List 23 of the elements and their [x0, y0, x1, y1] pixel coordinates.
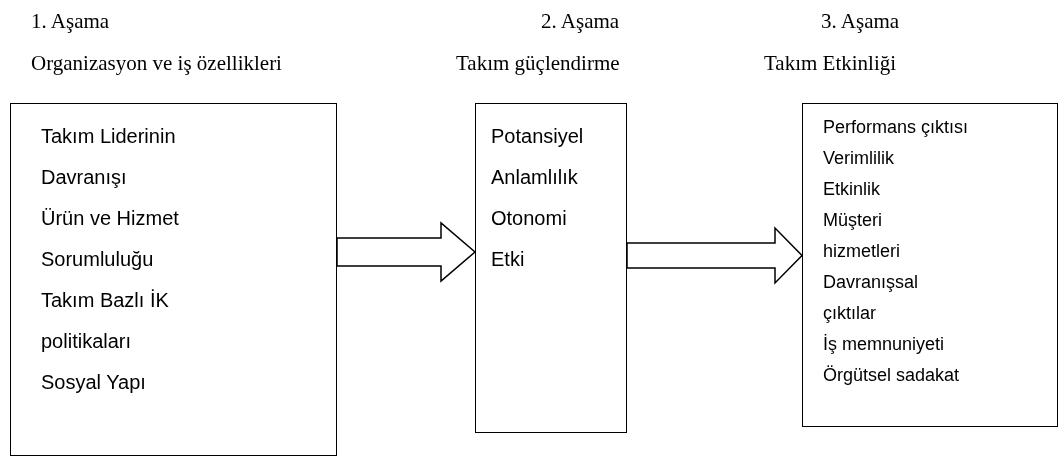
- list-item: Potansiyel: [491, 124, 585, 149]
- list-item: Takım Bazlı İK politikaları: [41, 288, 170, 354]
- stage-title: Takım Etkinliği: [764, 51, 897, 76]
- stage-number: 3. Aşama: [821, 9, 900, 34]
- list-item: Otonomi: [491, 206, 568, 231]
- list-item: Davranışsal çıktılar: [823, 271, 920, 325]
- list-item: İş memnuniyeti: [823, 333, 946, 356]
- stage-title: Organizasyon ve iş özellikleri: [31, 51, 282, 76]
- list-item: Sosyal Yapı: [41, 370, 147, 395]
- stage-title: Takım güçlendirme: [456, 51, 620, 76]
- list-item: Takım Liderinin Davranışı: [41, 124, 177, 190]
- list-item: Örgütsel sadakat: [823, 364, 961, 387]
- list-item: Anlamlılık: [491, 165, 579, 190]
- stage-number: 2. Aşama: [541, 9, 620, 34]
- list-item: Performans çıktısı: [823, 116, 970, 139]
- block-arrow: [336, 221, 477, 283]
- list-item: Etki: [491, 247, 526, 272]
- stage-number: 1. Aşama: [31, 9, 110, 34]
- list-item: Etkinlik: [823, 178, 881, 201]
- block-arrow: [626, 226, 804, 285]
- list-item: Verimlilik: [823, 147, 895, 170]
- list-item: Müşteri hizmetleri: [823, 209, 902, 263]
- list-item: Ürün ve Hizmet Sorumluluğu: [41, 206, 180, 272]
